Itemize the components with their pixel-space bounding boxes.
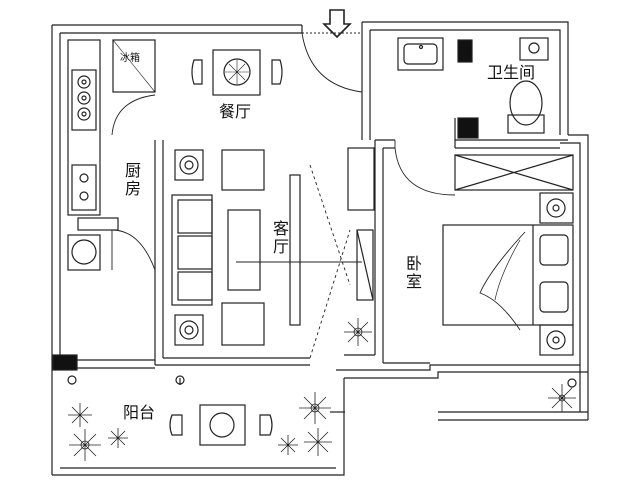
balcony-column [52, 354, 78, 371]
interior-walls [60, 70, 589, 421]
nightstands [539, 192, 574, 356]
plants [68, 318, 576, 461]
wardrobe [454, 154, 574, 191]
dining-table [191, 49, 283, 96]
kitchen-label: 厨房 [124, 161, 141, 198]
armchairs [174, 149, 301, 346]
fridge-label: 冰箱 [120, 53, 140, 64]
kitchen-counter [67, 39, 119, 271]
toilet [507, 80, 545, 134]
bedroom-label: 卧室 [405, 254, 422, 291]
fridge [112, 39, 156, 93]
bathroom-sink [397, 37, 444, 71]
bed [442, 224, 574, 331]
dining-room-label: 餐厅 [219, 102, 252, 121]
living-room-label: 客厅 [272, 219, 289, 256]
balcony-label: 阳台 [123, 403, 156, 422]
bathroom-column [457, 39, 473, 63]
tv-cabinet [347, 147, 375, 301]
duct [457, 117, 479, 139]
coffee-table [227, 209, 261, 291]
balcony-table [169, 404, 273, 446]
sofa [171, 194, 213, 306]
entrance-arrow-icon [322, 9, 352, 39]
shower [519, 37, 549, 61]
bathroom-label: 卫生间 [487, 63, 536, 82]
exterior-walls [51, 21, 589, 476]
